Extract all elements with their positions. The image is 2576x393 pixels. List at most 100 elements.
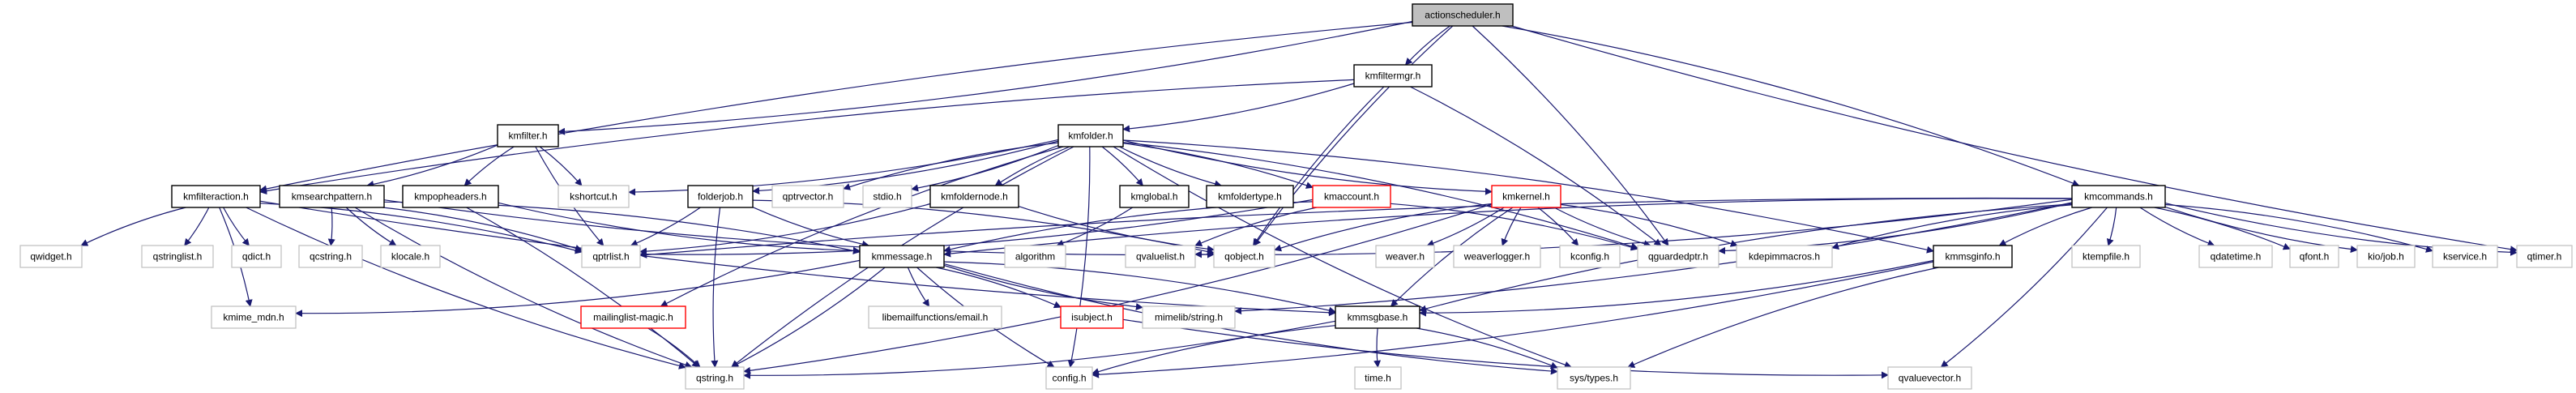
node-qvaluevector[interactable]: qvaluevector.h	[1887, 366, 1972, 390]
node-qdatetime[interactable]: qdatetime.h	[2198, 245, 2273, 268]
node-weaver[interactable]: weaver.h	[1375, 245, 1435, 268]
edge-kmcommands-to-kmmessage	[943, 198, 2073, 258]
node-qfont[interactable]: qfont.h	[2289, 245, 2339, 268]
edge-kmsearchpattern-to-qstring	[354, 207, 693, 369]
node-kmfolder[interactable]: kmfolder.h	[1057, 124, 1124, 147]
node-kmaccount[interactable]: kmaccount.h	[1312, 185, 1391, 208]
node-time[interactable]: time.h	[1354, 366, 1402, 390]
edge-kmfolder-to-kmglobal	[1101, 146, 1143, 186]
edge-kmfilteraction-to-qstring	[246, 207, 686, 370]
node-label: config.h	[1052, 373, 1086, 384]
node-kmime_mdn[interactable]: kmime_mdn.h	[211, 305, 297, 329]
node-folderjob[interactable]: folderjob.h	[687, 185, 754, 208]
node-config[interactable]: config.h	[1045, 366, 1093, 390]
edge-kmfolder-to-kmkernel	[1122, 139, 1493, 195]
node-label: kmcommands.h	[2084, 191, 2153, 203]
node-kmfoldertype[interactable]: kmfoldertype.h	[1206, 185, 1294, 208]
node-qguardedptr[interactable]: qguardedptr.h	[1637, 245, 1719, 268]
edge-kmfolder-to-kshortcut	[628, 139, 1059, 196]
node-actionscheduler[interactable]: actionscheduler.h	[1412, 3, 1514, 27]
node-kmmsgbase[interactable]: kmmsgbase.h	[1335, 305, 1420, 329]
node-kmcommands[interactable]: kmcommands.h	[2071, 185, 2166, 208]
edge-kmaccount-to-qvaluelist	[1194, 207, 1318, 246]
node-box	[1375, 245, 1435, 268]
node-label: qvaluelist.h	[1136, 251, 1185, 263]
node-label: kmsearchpattern.h	[292, 191, 372, 203]
node-kmsearchpattern[interactable]: kmsearchpattern.h	[279, 185, 385, 208]
node-kmmessage[interactable]: kmmessage.h	[859, 245, 945, 268]
node-qcstring[interactable]: qcstring.h	[298, 245, 363, 268]
node-box	[1312, 185, 1391, 208]
edge-folderjob-to-qstring	[711, 207, 721, 368]
node-kmkernel[interactable]: kmkernel.h	[1491, 185, 1561, 208]
node-label: sys/types.h	[1570, 373, 1618, 384]
edge-kmmsgbase-to-qstring	[743, 320, 1336, 379]
node-kservice[interactable]: kservice.h	[2432, 245, 2498, 268]
edge-kmfolder-to-kmfoldertype	[1119, 146, 1222, 188]
node-libemail[interactable]: libemailfunctions/email.h	[868, 305, 1002, 329]
node-qptrvector[interactable]: qptrvector.h	[771, 185, 844, 208]
node-label: kmfolder.h	[1068, 130, 1113, 142]
node-kmfilter[interactable]: kmfilter.h	[497, 124, 559, 147]
node-label: actionscheduler.h	[1425, 10, 1500, 21]
node-kconfig[interactable]: kconfig.h	[1559, 245, 1621, 268]
node-qvaluelist[interactable]: qvaluelist.h	[1125, 245, 1196, 268]
node-kmfoldernode[interactable]: kmfoldernode.h	[929, 185, 1019, 208]
node-qstring[interactable]: qstring.h	[685, 366, 745, 390]
node-label: isubject.h	[1071, 312, 1113, 323]
node-isubject[interactable]: isubject.h	[1060, 305, 1124, 329]
node-box	[1057, 124, 1124, 147]
node-kmfilteraction[interactable]: kmfilteraction.h	[171, 185, 261, 208]
edge-kmfiltermgr-to-qobject	[1253, 86, 1385, 246]
edge-kmaccount-to-qptrlist	[639, 199, 1314, 258]
node-box	[1353, 64, 1433, 88]
edge-kmsearchpattern-to-qobject	[383, 199, 1215, 258]
edge-kmfolder-to-kmaccount	[1122, 143, 1314, 189]
node-klocale[interactable]: klocale.h	[380, 245, 441, 268]
node-label: mimelib/string.h	[1155, 312, 1223, 323]
node-box	[2198, 245, 2273, 268]
edge-kmfolder-to-qguardedptr	[1122, 142, 1638, 250]
node-qstringlist[interactable]: qstringlist.h	[141, 245, 214, 268]
node-kmfiltermgr[interactable]: kmfiltermgr.h	[1353, 64, 1433, 88]
node-kshortcut[interactable]: kshortcut.h	[557, 185, 630, 208]
node-qwidget[interactable]: qwidget.h	[19, 245, 83, 268]
node-label: kservice.h	[2443, 251, 2487, 263]
node-kdepimmacros[interactable]: kdepimmacros.h	[1736, 245, 1833, 268]
node-label: kconfig.h	[1570, 251, 1609, 263]
node-algorithm[interactable]: algorithm	[1004, 245, 1066, 268]
node-label: qptrvector.h	[783, 191, 834, 203]
node-qtimer[interactable]: qtimer.h	[2516, 245, 2573, 268]
node-box	[1125, 245, 1196, 268]
node-label: kmfoldernode.h	[941, 191, 1008, 203]
edge-actionscheduler-to-qobject	[1254, 25, 1454, 246]
node-label: kmfilter.h	[508, 130, 547, 142]
edge-layer	[80, 20, 2518, 379]
edge-kmpopheaders-to-kmmessage	[498, 202, 861, 254]
node-systypes[interactable]: sys/types.h	[1557, 366, 1631, 390]
node-qdict[interactable]: qdict.h	[231, 245, 282, 268]
node-box	[1045, 366, 1093, 390]
node-mimelibstring[interactable]: mimelib/string.h	[1142, 305, 1236, 329]
edge-kmmsginfo-to-kmmsgbase	[1419, 259, 1934, 317]
node-box	[929, 185, 1019, 208]
node-layer: actionscheduler.h kmfiltermgr.h kmfilter.h…	[19, 3, 2573, 390]
node-kmmsginfo[interactable]: kmmsginfo.h	[1933, 245, 2013, 268]
edge-kmfilter-to-kmsearchpattern	[366, 144, 498, 188]
edge-kmfilter-to-kmpopheaders	[464, 146, 515, 186]
node-mailinglistmagic[interactable]: mailinglist-magic.h	[580, 305, 686, 329]
node-label: qfont.h	[2300, 251, 2330, 263]
node-label: kmmessage.h	[872, 251, 933, 263]
node-box	[298, 245, 363, 268]
node-box	[231, 245, 282, 268]
edge-kmmessage-to-isubject	[936, 267, 1062, 309]
node-weaverlogger[interactable]: weaverlogger.h	[1453, 245, 1541, 268]
node-box	[1004, 245, 1066, 268]
node-kmglobal[interactable]: kmglobal.h	[1119, 185, 1190, 208]
node-qptrlist[interactable]: qptrlist.h	[581, 245, 641, 268]
node-qobject[interactable]: qobject.h	[1213, 245, 1275, 268]
node-stdio[interactable]: stdio.h	[862, 185, 912, 208]
node-kiojob[interactable]: kio/job.h	[2356, 245, 2416, 268]
node-kmpopheaders[interactable]: kmpopheaders.h	[402, 185, 499, 208]
node-ktempfile[interactable]: ktempfile.h	[2071, 245, 2141, 268]
